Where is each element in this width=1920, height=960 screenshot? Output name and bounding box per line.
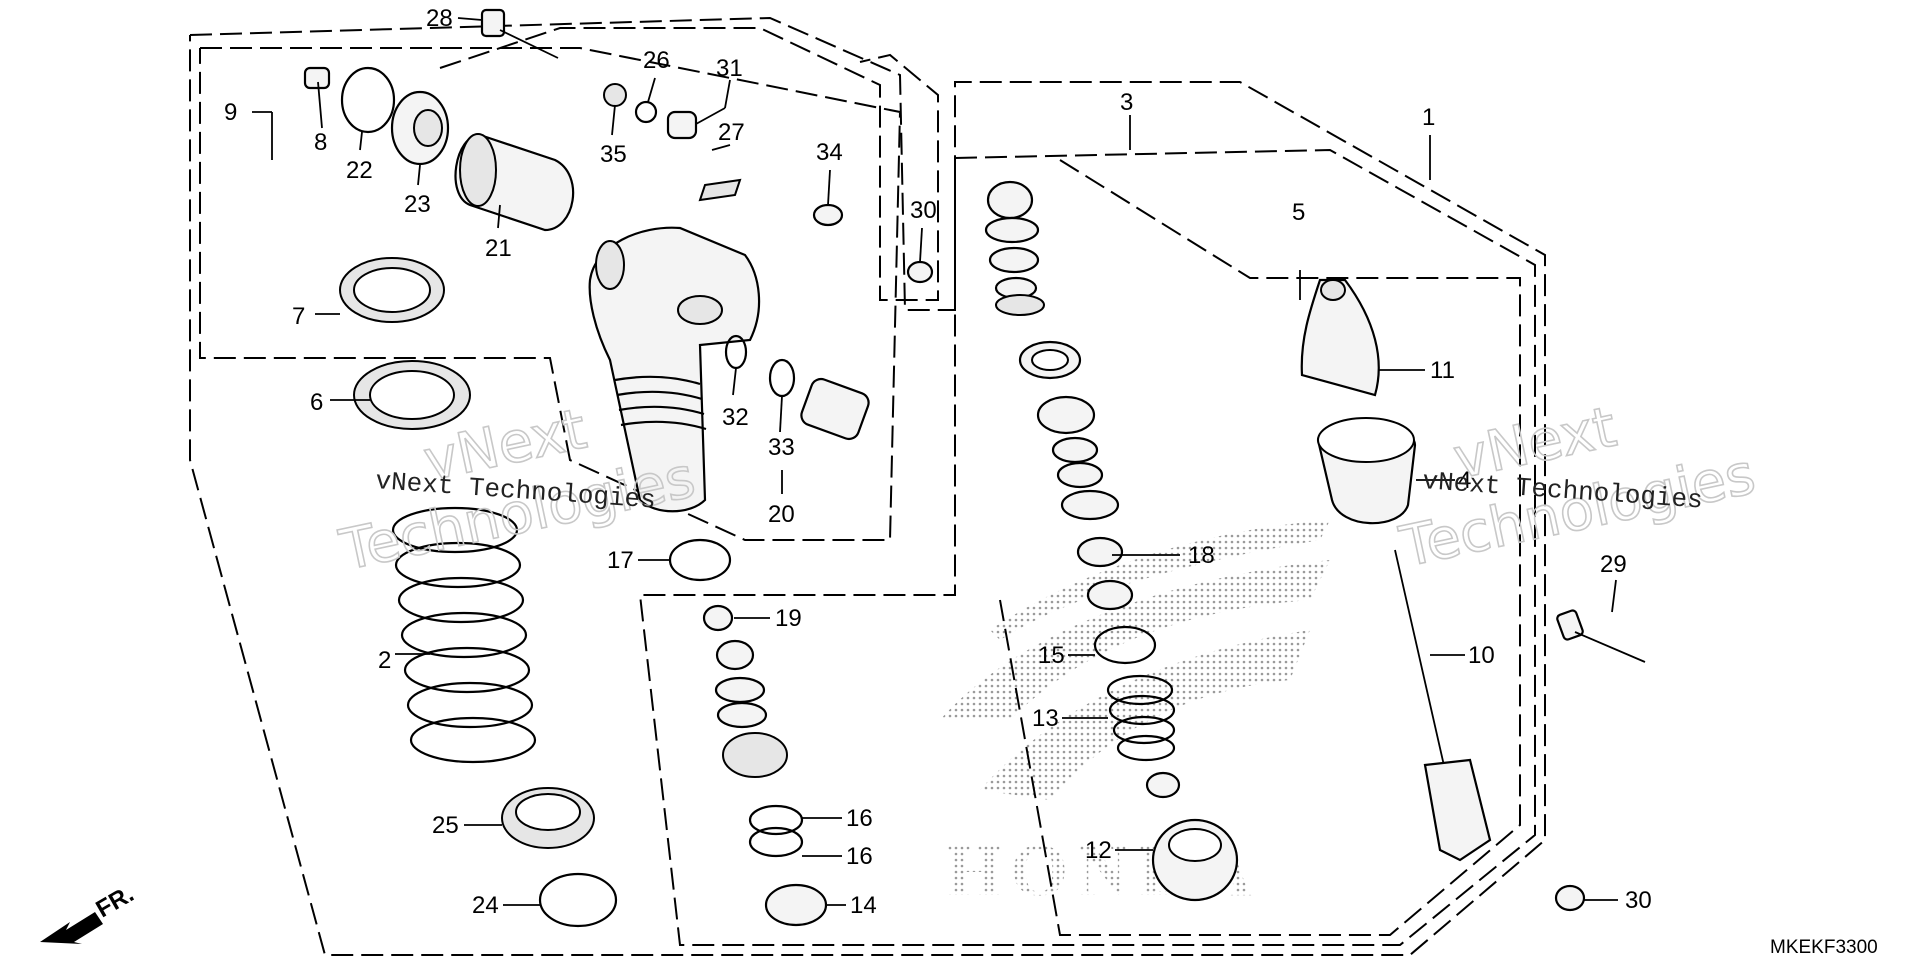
- callout-30b: 30: [1625, 887, 1652, 914]
- circlip-22: [340, 66, 396, 134]
- callout-17: 17: [607, 547, 634, 574]
- callout-11: 11: [1430, 357, 1455, 384]
- lock-nuts: [339, 257, 471, 430]
- valve-cap: [303, 66, 331, 90]
- callout-8: 8: [314, 129, 327, 156]
- callout-26: 26: [643, 47, 670, 74]
- label-27: [698, 178, 742, 202]
- callouts: 1 2 3 4 5 6 7 8 9 10 11 12 13 14 15 16 1…: [224, 5, 1652, 919]
- collar-34: [812, 203, 844, 227]
- callout-28: 28: [426, 5, 453, 32]
- ring-17: [668, 538, 732, 582]
- callout-14: 14: [850, 892, 877, 919]
- reservoir-bladder: [454, 133, 575, 232]
- callout-13: 13: [1032, 705, 1059, 732]
- callout-16a: 16: [846, 805, 873, 832]
- callout-7: 7: [292, 303, 305, 330]
- callout-9: 9: [224, 99, 237, 126]
- main-spring: [391, 506, 537, 764]
- callout-23: 23: [404, 191, 431, 218]
- callout-2: 2: [378, 647, 391, 674]
- reservoir-cap: [390, 90, 450, 166]
- callout-6: 6: [310, 389, 323, 416]
- bump-rubber-11: [1300, 278, 1380, 397]
- callout-16b: 16: [846, 843, 873, 870]
- stopper-plate-4: [1316, 417, 1417, 525]
- top-bolt: [480, 8, 559, 59]
- nut-30-top: [906, 260, 934, 284]
- callout-10: 10: [1468, 642, 1495, 669]
- assembly-outlines: [189, 16, 1546, 956]
- callout-15: 15: [1038, 642, 1065, 669]
- callout-30a: 30: [910, 197, 937, 224]
- callout-24: 24: [472, 892, 499, 919]
- callout-32: 32: [722, 404, 749, 431]
- front-label: FR.: [92, 880, 139, 923]
- stopper-ring: [538, 872, 618, 928]
- callout-5: 5: [1292, 199, 1305, 226]
- callout-31: 31: [716, 55, 743, 82]
- shaft-10: [1394, 549, 1492, 862]
- callout-20: 20: [768, 501, 795, 528]
- callout-35: 35: [600, 141, 627, 168]
- callout-18: 18: [1188, 542, 1215, 569]
- bolt-29: [1556, 609, 1646, 663]
- callout-29: 29: [1600, 551, 1627, 578]
- honda-wing-logo: HONDA: [940, 520, 1330, 912]
- oring-26: [634, 100, 658, 124]
- front-arrow: FR.: [40, 880, 138, 944]
- callout-34: 34: [816, 139, 843, 166]
- diagram-code: MKEKF3300: [1770, 937, 1878, 958]
- oring-33: [768, 358, 796, 398]
- bump-stop-column: [984, 180, 1239, 902]
- nut-30-bottom: [1554, 884, 1586, 912]
- callout-22: 22: [346, 157, 373, 184]
- callout-21: 21: [485, 235, 512, 262]
- damper-column: [702, 604, 828, 927]
- adjuster-20: [800, 377, 870, 441]
- bushing-31: [666, 110, 698, 140]
- callout-27: 27: [718, 119, 745, 146]
- callout-25: 25: [432, 812, 459, 839]
- callout-1: 1: [1422, 104, 1435, 131]
- front-arrow-icon: [40, 912, 103, 944]
- callout-3: 3: [1120, 89, 1133, 116]
- shock-body: [588, 226, 761, 513]
- callout-19: 19: [775, 605, 802, 632]
- washer-35: [603, 83, 627, 107]
- callout-4: 4: [1458, 467, 1471, 494]
- leader-lines: [252, 17, 1618, 906]
- callout-12: 12: [1085, 837, 1112, 864]
- callout-33: 33: [768, 434, 795, 461]
